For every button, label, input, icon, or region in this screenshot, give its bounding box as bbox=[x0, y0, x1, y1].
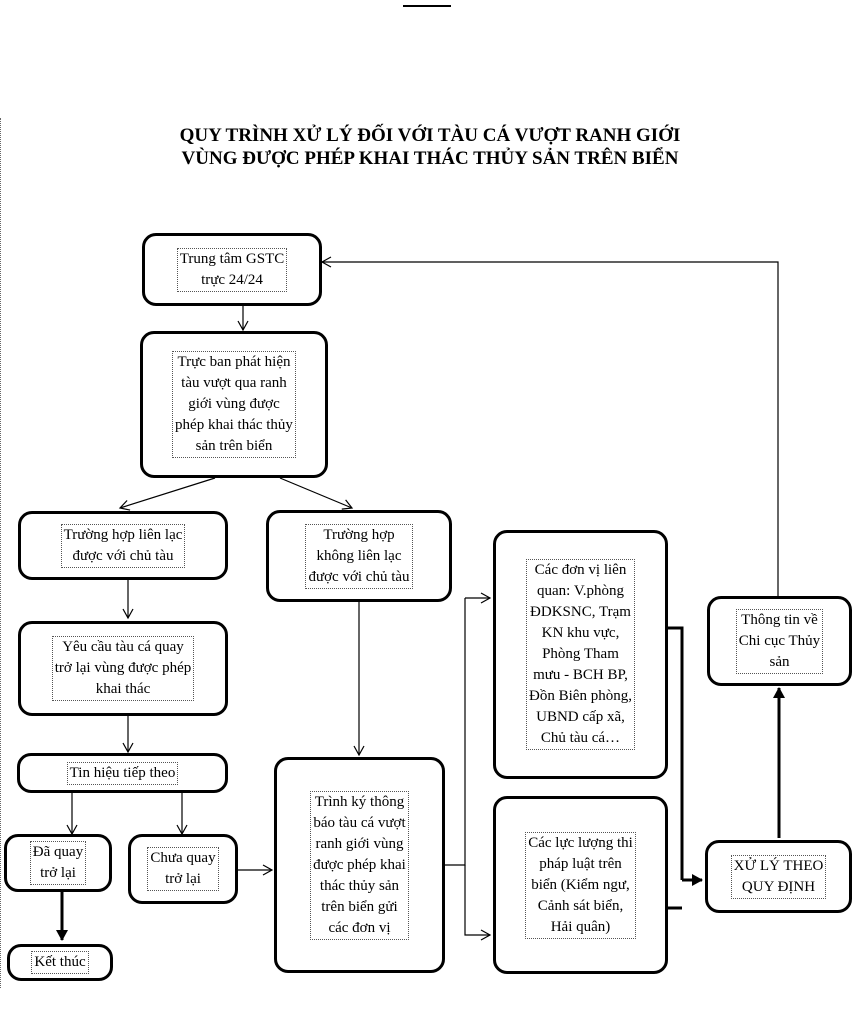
edge-branch-to-enforcement bbox=[464, 865, 492, 941]
returned-box: Đã quay trở lại bbox=[4, 834, 112, 892]
request-return-label: Yêu cầu tàu cá quay trở lại vùng được ph… bbox=[51, 636, 195, 701]
case-contacted-label: Trường hợp liên lạc được với chủ tàu bbox=[60, 523, 186, 568]
returned-label: Đã quay trở lại bbox=[29, 841, 87, 885]
enforcement-box: Các lực lượng thi pháp luật trên biển (K… bbox=[493, 796, 668, 974]
header-rule bbox=[403, 5, 451, 7]
related-units-label: Các đơn vị liên quan: V.phòng ĐDKSNC, Tr… bbox=[526, 559, 635, 750]
edge-related-to-handle bbox=[668, 626, 684, 880]
monitoring-center-box: Trung tâm GSTC trực 24/24 bbox=[142, 233, 322, 306]
request-return-box: Yêu cầu tàu cá quay trở lại vùng được ph… bbox=[18, 621, 228, 716]
edge-notice-branch bbox=[445, 598, 466, 866]
title-line-1: QUY TRÌNH XỬ LÝ ĐỐI VỚI TÀU CÁ VƯỢT RANH… bbox=[179, 125, 681, 146]
edge-inform-to-center bbox=[320, 256, 779, 596]
edge-duty-to-contacted bbox=[118, 477, 216, 511]
sign-notice-box: Trình ký thông báo tàu cá vượt ranh giới… bbox=[274, 757, 445, 973]
monitoring-center-label: Trung tâm GSTC trực 24/24 bbox=[176, 247, 288, 292]
next-signal-box: Tin hiệu tiếp theo bbox=[17, 753, 228, 793]
sign-notice-label: Trình ký thông báo tàu cá vượt ranh giới… bbox=[310, 790, 409, 940]
not-returned-box: Chưa quay trở lại bbox=[128, 834, 238, 904]
duty-detects-box: Trực ban phát hiện tàu vượt qua ranh giớ… bbox=[140, 331, 328, 478]
inform-department-box: Thông tin về Chi cục Thủy sản bbox=[707, 596, 852, 686]
end-box: Kết thúc bbox=[7, 944, 113, 981]
page-margin-line bbox=[0, 118, 1, 988]
end-label: Kết thúc bbox=[31, 951, 89, 974]
diagram-title: QUY TRÌNH XỬ LÝ ĐỐI VỚI TÀU CÁ VƯỢT RANH… bbox=[80, 124, 780, 170]
case-not-contacted-box: Trường hợp không liên lạc được với chủ t… bbox=[266, 510, 452, 602]
title-line-2: VÙNG ĐƯỢC PHÉP KHAI THÁC THỦY SẢN TRÊN B… bbox=[181, 148, 679, 169]
handle-regulation-label: XỬ LÝ THEO QUY ĐỊNH bbox=[730, 854, 827, 899]
next-signal-label: Tin hiệu tiếp theo bbox=[66, 761, 179, 785]
enforcement-label: Các lực lượng thi pháp luật trên biển (K… bbox=[525, 831, 636, 939]
duty-detects-label: Trực ban phát hiện tàu vượt qua ranh giớ… bbox=[172, 351, 296, 458]
not-returned-label: Chưa quay trở lại bbox=[147, 847, 219, 891]
edge-duty-to-not-contacted bbox=[279, 477, 354, 510]
handle-regulation-box: XỬ LÝ THEO QUY ĐỊNH bbox=[705, 840, 852, 913]
case-not-contacted-label: Trường hợp không liên lạc được với chủ t… bbox=[305, 523, 413, 589]
inform-department-label: Thông tin về Chi cục Thủy sản bbox=[735, 608, 824, 674]
related-units-box: Các đơn vị liên quan: V.phòng ĐDKSNC, Tr… bbox=[493, 530, 668, 779]
case-contacted-box: Trường hợp liên lạc được với chủ tàu bbox=[18, 511, 228, 580]
